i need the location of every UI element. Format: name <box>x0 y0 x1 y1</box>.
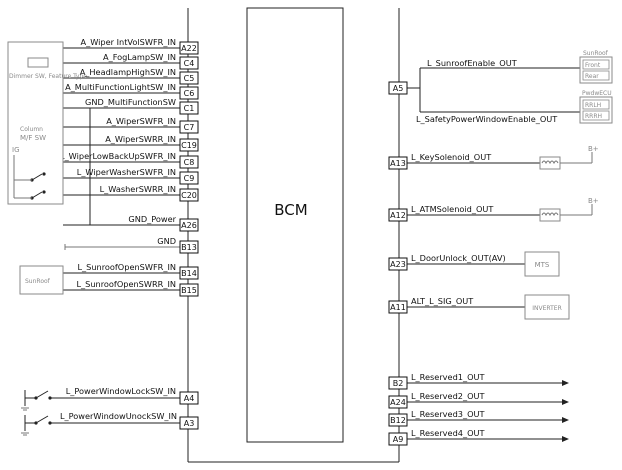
signal-label-c4: A_FogLampSW_IN <box>103 52 176 62</box>
pin-b12: B12 <box>390 416 406 425</box>
right-wires <box>407 67 580 440</box>
signal-label-a4: L_PowerWindowLockSW_IN <box>66 386 176 396</box>
pwdw-ecu-label: PwdwECU <box>582 90 612 97</box>
signal-label-c1: GND_MultiFunctionSW <box>85 97 176 107</box>
signal-label-b15: L_SunroofOpenSWRR_IN <box>77 279 177 289</box>
sunroof-rear-label: Rear <box>585 73 599 80</box>
signal-label-c8: L_WiperLowBackUpSWFR_IN <box>60 151 176 161</box>
bcm-label: BCM <box>274 201 307 219</box>
signal-label-a11: ALT_L_SIG_OUT <box>411 296 474 306</box>
pin-b13: B13 <box>181 243 197 252</box>
pwdw-rlh-label: RRLH <box>585 102 601 109</box>
pwdw-rrh-label: RRRH <box>585 113 602 120</box>
sunroof-ecu: SunRoof Front Rear <box>579 50 613 84</box>
pin-a9: A9 <box>393 435 404 444</box>
signal-label-a12: L_ATMSolenoid_OUT <box>411 204 494 214</box>
signal-label-b12: L_Reserved3_OUT <box>411 409 486 419</box>
signal-label-b2: L_Reserved1_OUT <box>411 372 486 382</box>
pin-a22: A22 <box>181 44 197 53</box>
signal-label-safety-pwdw: L_SafetyPowerWindowEnable_OUT <box>416 114 558 124</box>
power-window-ecu: PwdwECU RRLH RRRH <box>579 90 613 124</box>
pin-a3: A3 <box>184 419 195 428</box>
pin-c6: C6 <box>184 89 195 98</box>
signal-label-b14: L_SunroofOpenSWFR_IN <box>77 262 176 272</box>
battery-label-2: B+ <box>588 197 599 205</box>
pin-b15: B15 <box>181 286 197 295</box>
mf-switch-line3: IG <box>12 146 20 154</box>
right-signal-labels: L_SunroofEnable_OUT L_SafetyPowerWindowE… <box>411 58 558 438</box>
inverter-label: INVERTER <box>532 305 562 312</box>
reserved-arrows <box>562 380 569 442</box>
pin-c19: C19 <box>181 141 197 150</box>
atm-solenoid-coil: B+ <box>539 197 599 222</box>
right-pin-boxes: A5 A13 A12 A23 A11 B2 A24 B12 A9 <box>388 81 408 446</box>
mf-switch-line2: M/F SW <box>20 134 46 142</box>
signal-label-c19: A_WiperSWRR_IN <box>105 134 176 144</box>
signal-label-c7: A_WiperSWFR_IN <box>106 116 176 126</box>
signal-label-c9: L_WiperWasherSWFR_IN <box>77 167 176 177</box>
mf-switch-line1: Column <box>20 126 43 133</box>
pin-c9: C9 <box>184 174 195 183</box>
pin-a11: A11 <box>390 303 406 312</box>
power-window-switches <box>21 390 70 436</box>
signal-label-c5: A_HeadlampHighSW_IN <box>80 67 176 77</box>
pin-a23: A23 <box>390 260 406 269</box>
sunroof-switch-label: SunRoof <box>25 278 51 285</box>
inverter-block: INVERTER <box>524 294 570 320</box>
pin-c8: C8 <box>184 158 195 167</box>
left-pin-boxes: A22 C4 C5 C6 C1 C7 C19 C8 C9 C20 A26 B13… <box>179 41 199 430</box>
pin-a5: A5 <box>393 84 404 93</box>
signal-label-a3: L_PowerWindowUnockSW_IN <box>60 411 177 421</box>
pin-c4: C4 <box>184 59 195 68</box>
left-signal-labels: A_Wiper IntVolSWFR_IN A_FogLampSW_IN A_H… <box>60 37 177 421</box>
signal-label-c20: L_WasherSWRR_IN <box>100 184 176 194</box>
signal-label-c6: A_MultiFunctionLightSW_IN <box>65 82 176 92</box>
mts-block: MTS <box>524 251 560 277</box>
pin-c7: C7 <box>184 123 195 132</box>
pin-c20: C20 <box>181 191 197 200</box>
bcm-module-box <box>246 7 344 443</box>
mts-label: MTS <box>535 261 550 269</box>
pin-c5: C5 <box>184 74 195 83</box>
pin-a24: A24 <box>390 398 406 407</box>
sunroof-open-switch: SunRoof <box>19 265 64 295</box>
pin-b2: B2 <box>393 379 404 388</box>
sunroof-front-label: Front <box>585 62 601 69</box>
battery-label-1: B+ <box>588 145 599 153</box>
signal-label-a24: L_Reserved2_OUT <box>411 391 486 401</box>
pin-a4: A4 <box>184 394 195 403</box>
signal-label-a5: L_SunroofEnable_OUT <box>427 58 518 68</box>
signal-label-a26: GND_Power <box>128 214 176 224</box>
sunroof-ecu-label: SunRoof <box>583 50 609 57</box>
key-solenoid-coil: B+ <box>539 145 599 170</box>
pin-a12: A12 <box>390 211 406 220</box>
multifunction-switch: Dimmer SW, Feature Type Column M/F SW IG <box>7 41 87 205</box>
pin-c1: C1 <box>184 104 195 113</box>
mf-switch-title: Dimmer SW, Feature Type <box>9 73 87 80</box>
pin-a13: A13 <box>390 159 406 168</box>
pin-b14: B14 <box>181 269 197 278</box>
signal-label-a13: L_KeySolenoid_OUT <box>411 152 492 162</box>
signal-label-a22: A_Wiper IntVolSWFR_IN <box>81 37 176 47</box>
signal-label-a23: L_DoorUnlock_OUT(AV) <box>411 253 506 263</box>
signal-label-b13: GND <box>157 236 176 246</box>
signal-label-a9: L_Reserved4_OUT <box>411 428 486 438</box>
pin-a26: A26 <box>181 221 197 230</box>
